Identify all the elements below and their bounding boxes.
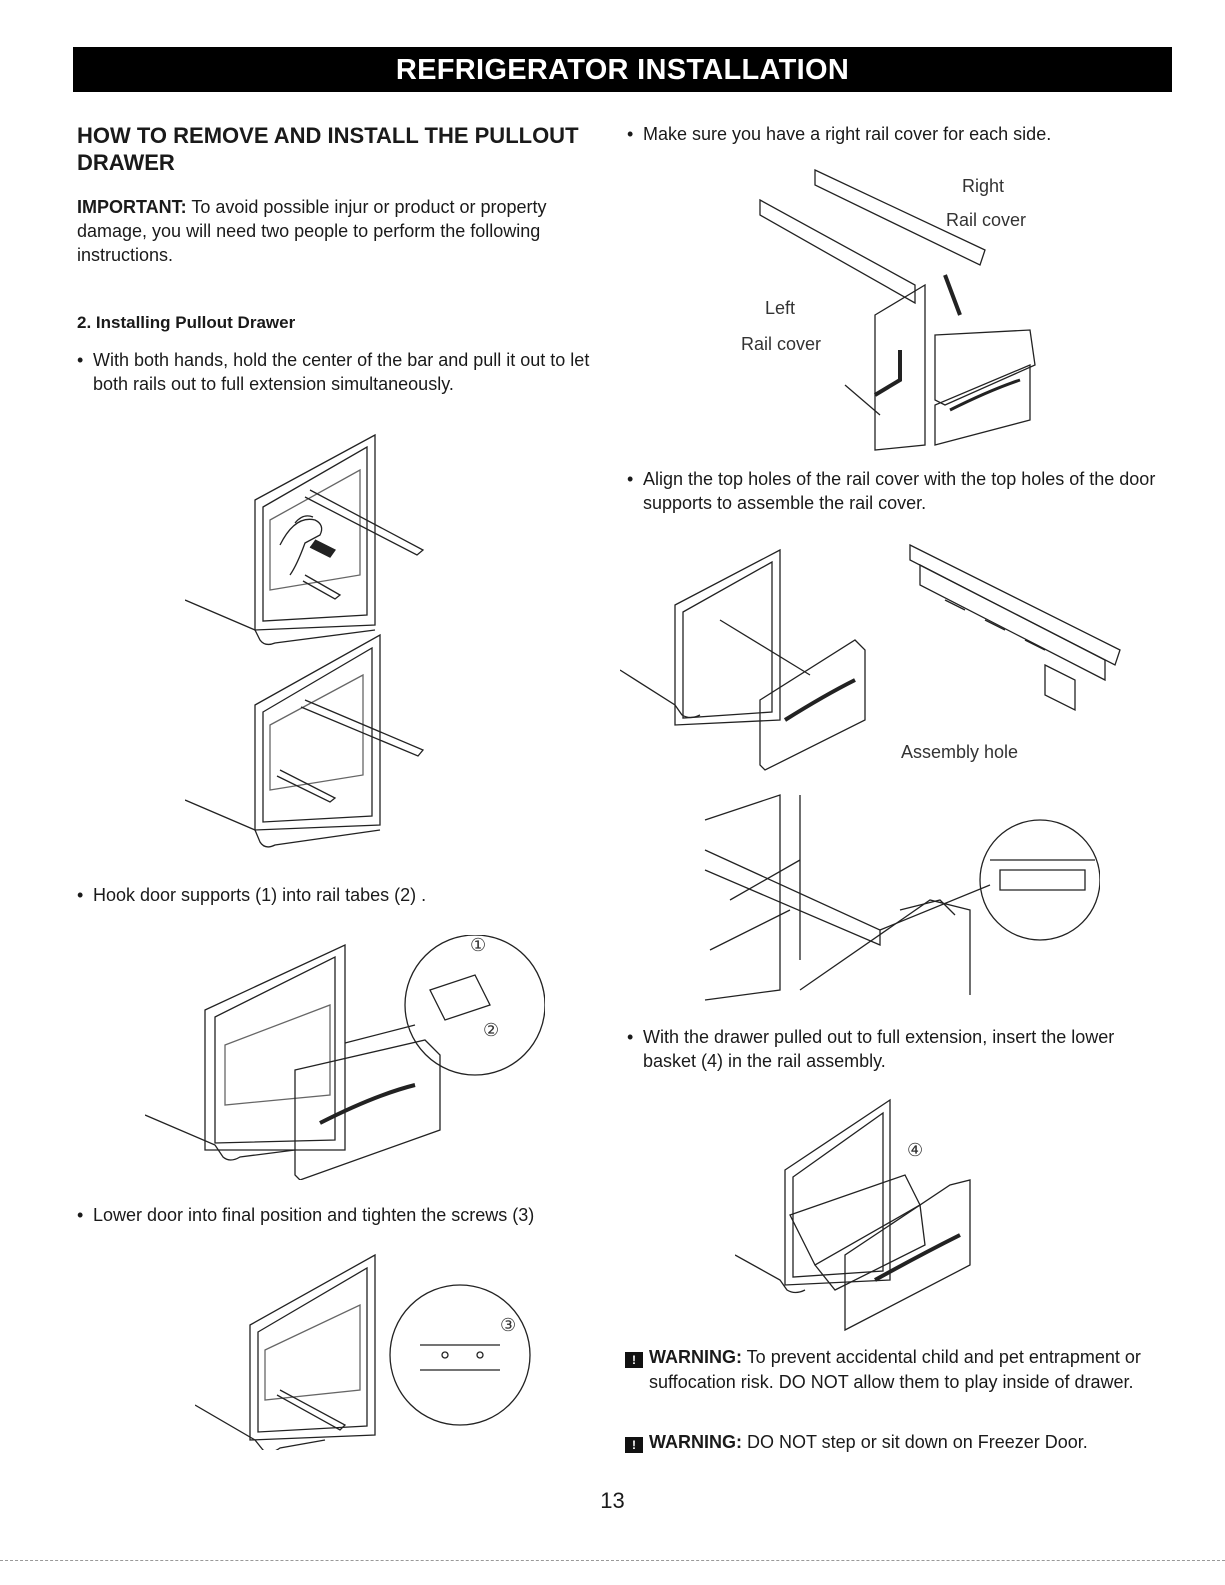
bullet-dot: • <box>77 885 84 905</box>
bullet-dot: • <box>77 350 84 370</box>
bullet-dot: • <box>627 124 634 144</box>
figure-rail-covers <box>755 165 1045 455</box>
bullet-text: Hook door supports (1) into rail tabes (… <box>93 885 427 905</box>
warning-text: To prevent accidental child and pet entr… <box>649 1347 1141 1392</box>
warning-entrapment: ! WARNING: To prevent accidental child an… <box>625 1345 1169 1395</box>
bullet-text: Make sure you have a right rail cover fo… <box>643 124 1052 144</box>
bullet-dot: • <box>627 469 634 489</box>
bullet-pull-rails: • With both hands, hold the center of the… <box>77 348 613 396</box>
figure-insert-basket: ④ <box>735 1095 980 1340</box>
page-header-title: REFRIGERATOR INSTALLATION <box>395 54 850 86</box>
figure-tighten-screws: ③ <box>195 1250 540 1450</box>
bullet-dot: • <box>77 1205 84 1225</box>
bullet-dot: • <box>627 1027 634 1047</box>
callout-num3: ③ <box>500 1315 517 1335</box>
figure-align-drawer <box>620 540 875 775</box>
important-note: IMPORTANT: To avoid possible injur or pr… <box>77 195 602 267</box>
bullet-text: With the drawer pulled out to full exten… <box>643 1027 1115 1071</box>
warning-label: WARNING: <box>649 1347 742 1367</box>
callout-left: Left <box>765 298 796 318</box>
figure-rails-extended <box>185 630 435 855</box>
bullet-insert-basket: • With the drawer pulled out to full exte… <box>627 1025 1163 1073</box>
bullet-rail-cover-check: • Make sure you have a right rail cover f… <box>627 122 1163 146</box>
figure-closeup-assembly <box>700 790 1100 1005</box>
section-title: HOW TO REMOVE AND INSTALL THE PULLOUT DR… <box>77 123 579 175</box>
callout-num4: ④ <box>907 1140 924 1160</box>
warning-icon: ! <box>625 1437 643 1453</box>
page-bottom-rule <box>0 1560 1225 1561</box>
figure-pull-rails <box>185 425 435 650</box>
bullet-text: Lower door into final position and tight… <box>93 1205 535 1225</box>
warning-freezer-door: ! WARNING: DO NOT step or sit down on Fre… <box>625 1430 1169 1455</box>
bullet-hook-supports: • Hook door supports (1) into rail tabes … <box>77 883 613 907</box>
callout-num2: ② <box>483 1020 500 1040</box>
important-text: To avoid possible injur or product or pr… <box>77 197 547 265</box>
bullet-text: With both hands, hold the center of the … <box>93 350 590 394</box>
important-label: IMPORTANT: <box>77 197 187 217</box>
bullet-align-holes: • Align the top holes of the rail cover w… <box>627 467 1163 515</box>
callout-left-rail-cover: Rail cover <box>741 334 822 354</box>
warning-icon: ! <box>625 1352 643 1368</box>
bullet-tighten-screws: • Lower door into final position and tigh… <box>77 1203 613 1227</box>
bullet-text: Align the top holes of the rail cover wi… <box>643 469 1156 513</box>
warning-label: WARNING: <box>649 1432 742 1452</box>
callout-right-rail-cover: Rail cover <box>946 210 1027 230</box>
step-heading: 2. Installing Pullout Drawer <box>77 313 296 332</box>
callout-assembly-hole: Assembly hole <box>901 742 1019 762</box>
figure-hook-supports: ① ② <box>145 935 545 1180</box>
page-number: 13 <box>600 1488 625 1513</box>
page-header-bar: REFRIGERATOR INSTALLATION <box>73 47 1172 92</box>
callout-right: Right <box>962 176 1005 196</box>
figure-rail-cover-assembly <box>905 540 1130 720</box>
callout-num1: ① <box>470 935 487 955</box>
warning-text: DO NOT step or sit down on Freezer Door. <box>742 1432 1088 1452</box>
